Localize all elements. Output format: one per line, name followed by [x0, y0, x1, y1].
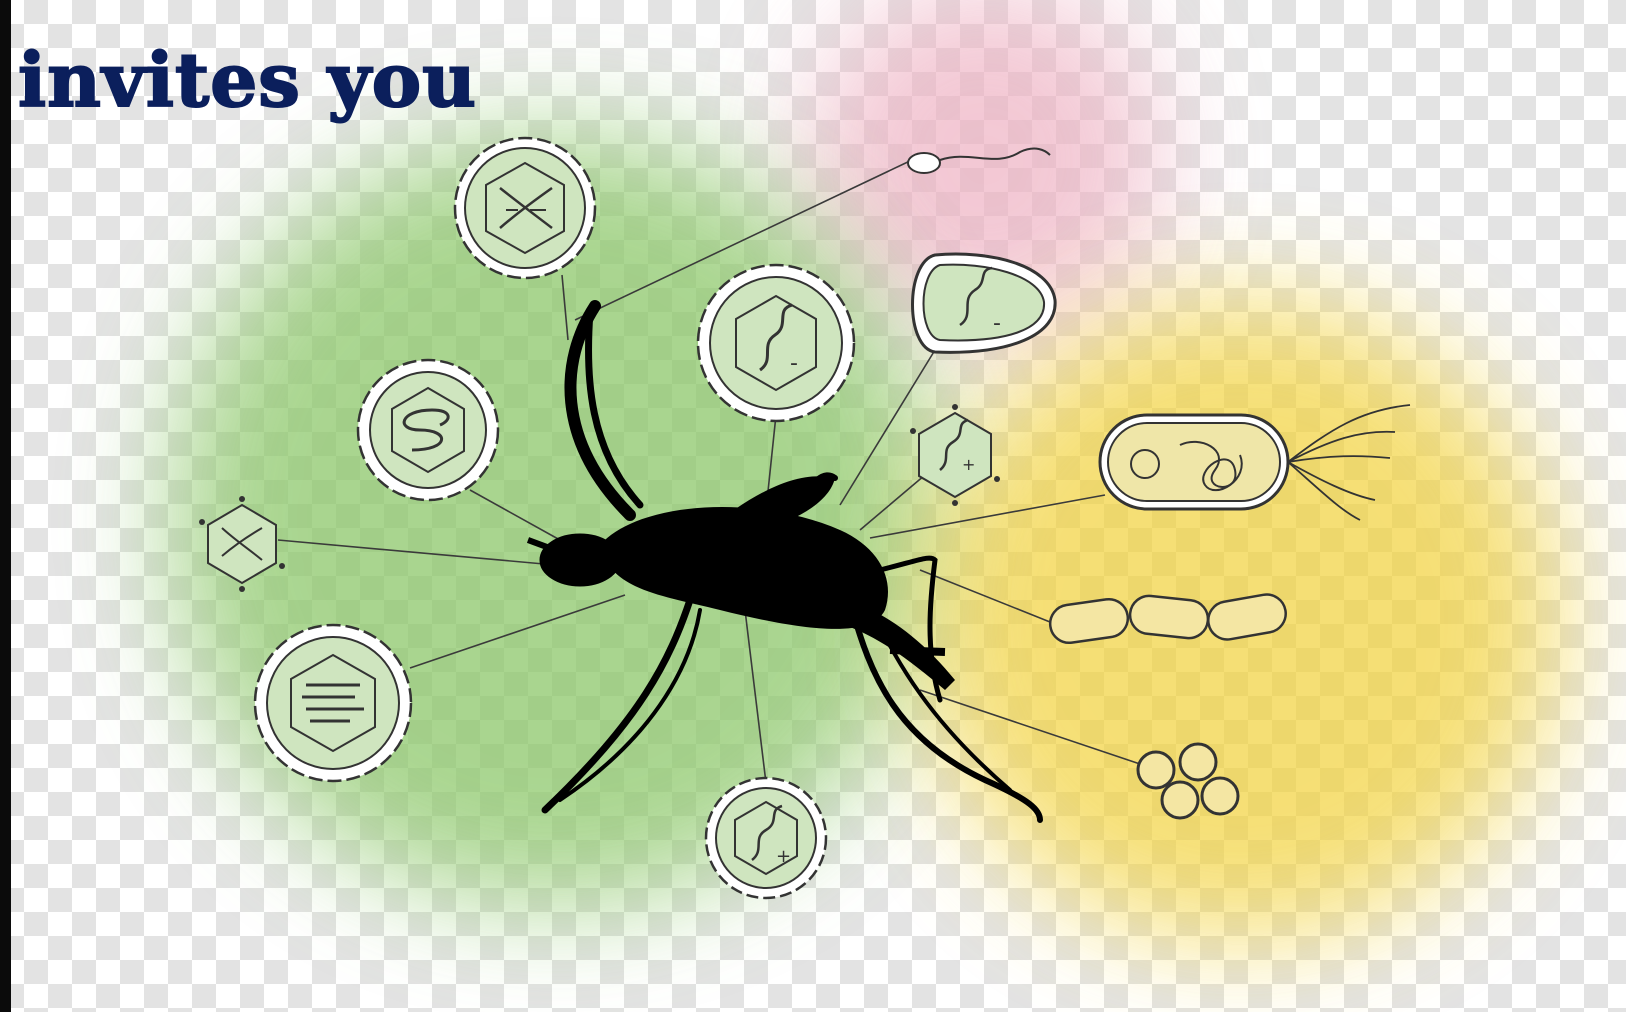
rna-negative-virus-icon: - [698, 265, 854, 421]
striped-virus-icon [255, 625, 411, 781]
plus-sign: + [962, 455, 975, 474]
plus-sign: + [776, 846, 791, 867]
minus-sign: - [790, 351, 798, 376]
headline: invites you [18, 44, 477, 118]
dna-virus-icon [455, 138, 595, 278]
worm-virus-icon [358, 360, 498, 500]
rna-positive-virus-icon: + [706, 778, 826, 898]
minus-sign: - [993, 311, 1001, 336]
